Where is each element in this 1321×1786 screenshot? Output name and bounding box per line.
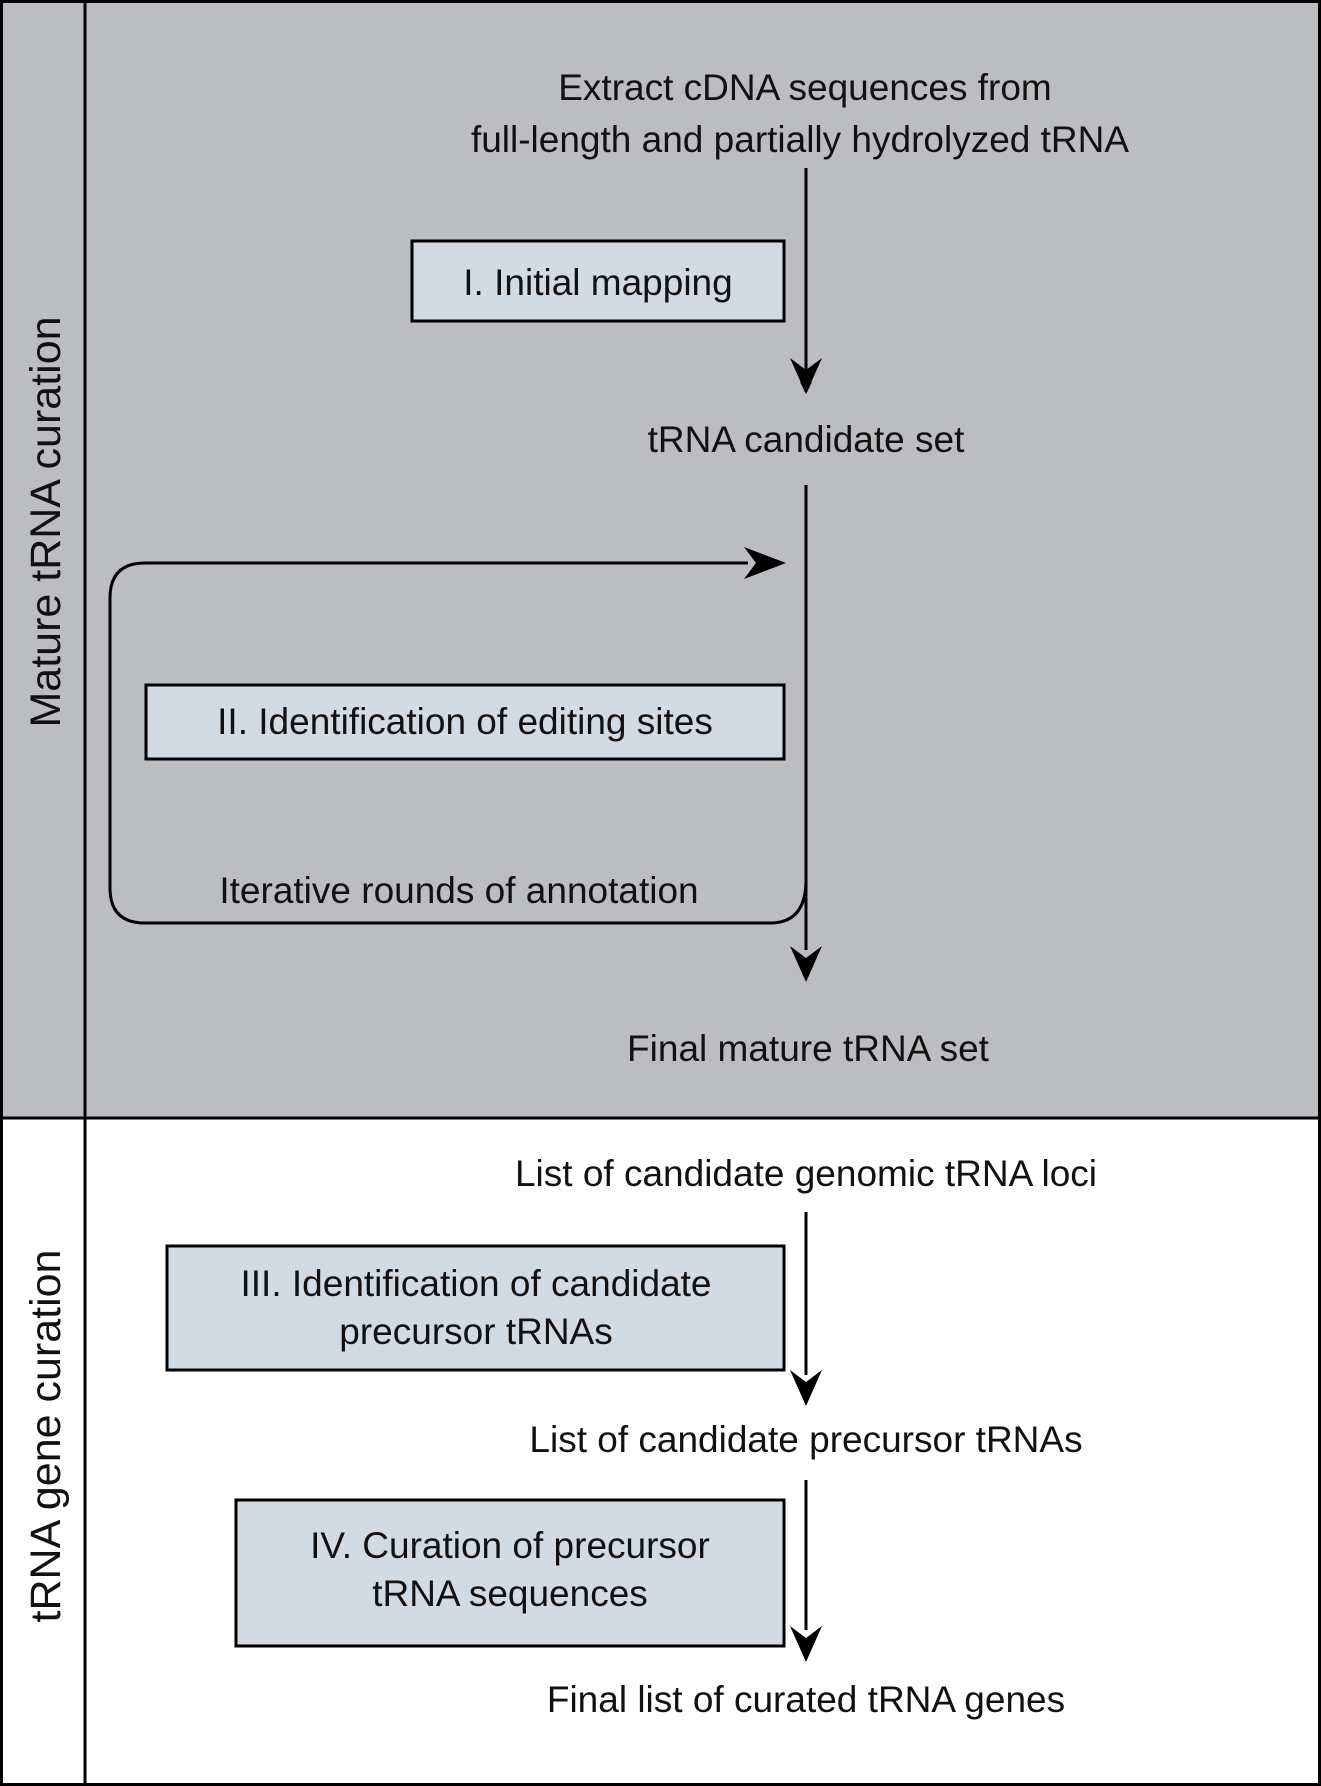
- gene-section-label: tRNA gene curation: [22, 1250, 70, 1623]
- iterative-loop-label: Iterative rounds of annotation: [219, 870, 698, 911]
- step-curation-precursors-label-line1: IV. Curation of precursor: [310, 1525, 710, 1566]
- arrowhead-1: [790, 358, 822, 394]
- step-editing-sites-label: II. Identification of editing sites: [217, 701, 713, 742]
- loop-arrowhead: [744, 547, 786, 579]
- step-curation-precursors-label-line2: tRNA sequences: [372, 1573, 648, 1614]
- input-label-line2: full-length and partially hydrolyzed tRN…: [471, 119, 1129, 160]
- arrowhead-2: [790, 946, 822, 982]
- mature-section-panel: [0, 0, 1321, 1118]
- arrowhead-4: [790, 1626, 822, 1662]
- final-genes-label: Final list of curated tRNA genes: [547, 1679, 1065, 1720]
- step-initial-mapping-label: I. Initial mapping: [463, 262, 732, 303]
- arrowhead-3: [790, 1370, 822, 1406]
- gene-section-panel: [0, 1118, 1321, 1786]
- step-curation-precursors-box: [234, 1498, 786, 1648]
- step-candidate-precursors-label-line1: III. Identification of candidate: [240, 1263, 711, 1304]
- input-label-line1: Extract cDNA sequences from: [558, 67, 1052, 108]
- final-mature-set-label: Final mature tRNA set: [627, 1028, 990, 1069]
- candidate-precursors-label: List of candidate precursor tRNAs: [529, 1419, 1082, 1460]
- iterative-loop-path: [108, 561, 808, 925]
- genomic-loci-label: List of candidate genomic tRNA loci: [515, 1153, 1097, 1194]
- step-editing-sites-box: [144, 683, 786, 761]
- step-initial-mapping-box: [410, 239, 786, 323]
- step-candidate-precursors-box: [165, 1244, 786, 1372]
- step-candidate-precursors-label-line2: precursor tRNAs: [339, 1311, 612, 1352]
- candidate-set-label: tRNA candidate set: [648, 419, 965, 460]
- mature-section-label: Mature tRNA curation: [22, 316, 70, 727]
